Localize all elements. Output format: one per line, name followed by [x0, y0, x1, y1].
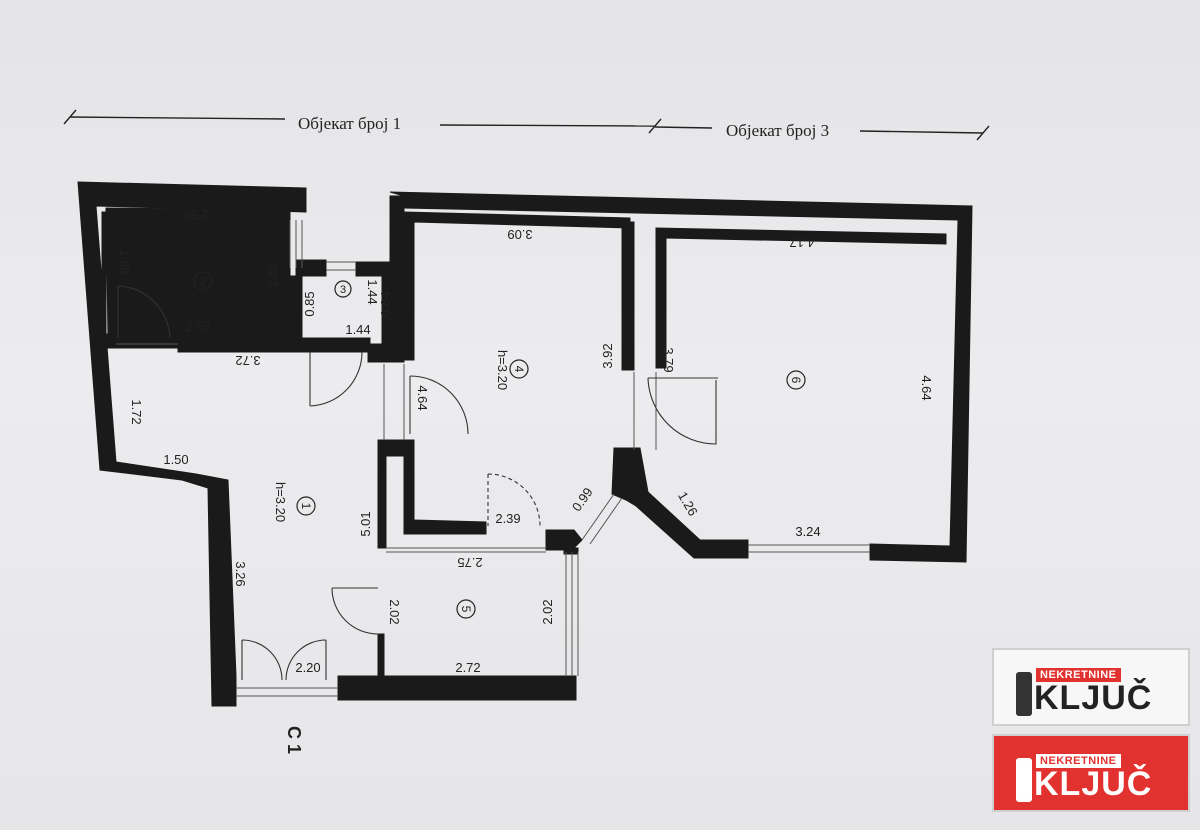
door-room5 [331, 587, 379, 635]
wall-room2-bottom [177, 337, 299, 353]
dim-r6-top: 4.17 [789, 235, 814, 250]
svg-text:2: 2 [200, 275, 207, 289]
svg-text:6: 6 [789, 377, 803, 384]
dim-r4-top: 3.09 [507, 227, 532, 242]
thin-lines [116, 220, 870, 697]
door-entrance-right [285, 639, 327, 681]
wall-room4-top [403, 211, 631, 361]
doors [117, 285, 718, 681]
wall-room4-right [621, 221, 635, 371]
svg-text:3: 3 [340, 284, 346, 296]
wall-room4-left [377, 439, 487, 535]
dimension-labels: 2.56 1.86 1.83 2.55 1.44 0.85 0.84 1.44 … [117, 207, 934, 675]
door-room6 [647, 377, 718, 445]
wall-bottom-left-stub [377, 633, 385, 677]
key-icon [1016, 672, 1032, 716]
dim-r5-bottom: 2.72 [455, 660, 480, 675]
svg-text:5: 5 [459, 606, 473, 613]
door-room2 [117, 285, 171, 339]
wall-room6-top [655, 227, 947, 369]
dim-r6-bottom: 3.24 [795, 524, 820, 539]
room4-height: h=3.20 [495, 350, 510, 390]
dim-r2-left: 1.86 [117, 249, 132, 274]
brand-top-text: NEKRETNINE [1036, 668, 1121, 682]
dim-r2-top: 2.56 [183, 207, 208, 222]
room1-height: h=3.20 [273, 482, 288, 522]
room-marker-1: 1 [296, 496, 316, 516]
walls [77, 181, 973, 707]
dim-r3-left: 0.85 [302, 291, 317, 316]
wall-room3 [295, 259, 371, 353]
object-3-label: Објекат број 3 [726, 121, 829, 140]
dim-r1-step: 1.50 [163, 452, 188, 467]
object-1-label: Објекат број 1 [298, 114, 401, 133]
dim-r1-left-upper: 1.72 [129, 399, 144, 424]
object-span-line [63, 109, 990, 141]
dim-r5-left: 2.02 [387, 599, 402, 624]
wall-room1-right [377, 439, 387, 549]
room-marker-3: 3 [334, 280, 352, 298]
wall-room5-right [563, 547, 579, 555]
wall-top-right [389, 191, 973, 563]
wall-bottom [337, 675, 577, 701]
svg-text:1: 1 [299, 503, 313, 510]
room-marker-5: 5 [456, 599, 476, 619]
dim-r5-right: 2.02 [540, 599, 555, 624]
dim-r1-left-lower: 3.26 [233, 561, 248, 586]
dim-r1-right: 5.01 [358, 511, 373, 536]
dim-r1-bottom: 2.20 [295, 660, 320, 675]
brand-top-text: NEKRETNINE [1036, 754, 1121, 768]
door-entrance-left [241, 639, 283, 681]
dim-r4-left: 4.64 [415, 385, 430, 410]
brand-logo-light: NEKRETNINE KLJUČ [992, 648, 1190, 726]
dim-r3-right: 0.84 [378, 291, 393, 316]
door-room4 [409, 375, 469, 435]
room-marker-4: 4 [509, 359, 529, 379]
dim-diagonal: 0.99 [569, 485, 596, 514]
door-room3 [309, 351, 363, 407]
dim-r6-right: 4.64 [919, 375, 934, 400]
door-room4-wc [487, 473, 541, 527]
brand-logo-red: NEKRETNINE KLJUČ [992, 734, 1190, 812]
brand-main-text: KLJUČ [1034, 679, 1153, 717]
key-icon [1016, 758, 1032, 802]
dim-r3-bottom: 1.44 [345, 322, 370, 337]
section-label: C 1 [284, 726, 304, 754]
dim-r4-right: 3.92 [600, 343, 615, 368]
dim-r2-right: 1.83 [265, 263, 280, 288]
room-marker-2: 2 [193, 271, 213, 291]
room-marker-6: 6 [786, 370, 806, 390]
brand-main-text: KLJUČ [1034, 765, 1153, 803]
dim-hall-top: 3.72 [235, 353, 260, 368]
svg-text:4: 4 [512, 366, 526, 373]
dim-r5-top: 2.75 [457, 555, 482, 570]
wall-diagonal-left [545, 529, 583, 551]
wall-room3-right [355, 195, 405, 363]
dim-r6-left: 3.79 [661, 347, 676, 372]
dim-r6-diagonal: 1.26 [675, 489, 701, 518]
room-markers: 2 3 4 h=3.20 1 h=3.20 5 6 [193, 271, 806, 619]
dim-r3-top: 1.44 [365, 279, 380, 304]
dim-r2-bottom: 2.55 [185, 319, 210, 334]
dim-r4-bottom: 2.39 [495, 511, 520, 526]
wall-diagonal [611, 447, 749, 559]
